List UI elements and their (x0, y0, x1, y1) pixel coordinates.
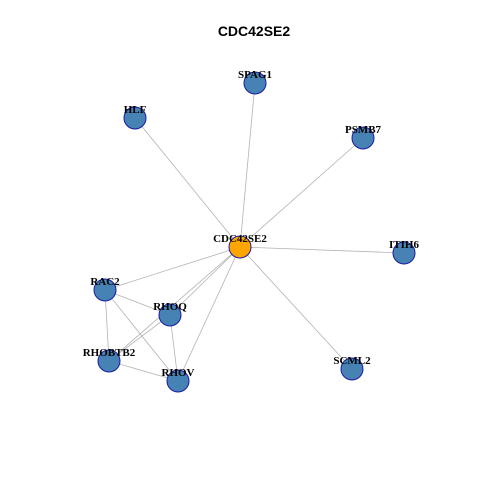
node-label-rhov: RHOV (162, 367, 195, 379)
node-rhobtb2[interactable] (97, 349, 121, 373)
node-psmb7[interactable] (351, 126, 375, 150)
graph-title: CDC42SE2 (218, 23, 291, 39)
node-label-scml2: SCML2 (333, 355, 371, 367)
node-label-rhobtb2: RHOBTB2 (83, 347, 136, 359)
node-cdc42se2[interactable] (228, 235, 252, 259)
edge-rhoq-rhobtb2 (108, 314, 171, 362)
edge-cdc42se2-scml2 (239, 246, 353, 370)
edge-rhobtb2-rhov (108, 360, 179, 382)
node-label-cdc42se2: CDC42SE2 (213, 233, 267, 245)
edge-cdc42se2-rhobtb2 (108, 246, 241, 362)
edge-cdc42se2-rac2 (104, 246, 241, 291)
node-label-rhoq: RHOQ (153, 301, 187, 313)
edge-rac2-rhov (104, 289, 179, 382)
node-itih6[interactable] (392, 241, 416, 265)
edge-cdc42se2-spag1 (239, 82, 256, 248)
node-label-spag1: SPAG1 (238, 69, 272, 81)
edge-cdc42se2-rhov (177, 246, 241, 382)
node-label-rac2: RAC2 (90, 276, 120, 288)
node-label-psmb7: PSMB7 (345, 124, 382, 136)
node-rhoq[interactable] (158, 303, 182, 327)
node-rac2[interactable] (93, 278, 117, 302)
edge-rac2-rhobtb2 (104, 289, 110, 362)
node-rhov[interactable] (166, 369, 190, 393)
node-label-hlf: HLF (124, 104, 147, 116)
node-layer (93, 71, 416, 393)
edge-cdc42se2-rhoq (169, 246, 241, 316)
node-label-itih6: ITIH6 (389, 239, 419, 251)
edge-rac2-rhoq (104, 289, 171, 316)
node-hlf[interactable] (123, 106, 147, 130)
node-spag1[interactable] (243, 71, 267, 95)
edge-cdc42se2-psmb7 (239, 137, 364, 248)
edge-cdc42se2-itih6 (239, 246, 405, 254)
edge-cdc42se2-hlf (134, 117, 241, 248)
node-scml2[interactable] (340, 357, 364, 381)
